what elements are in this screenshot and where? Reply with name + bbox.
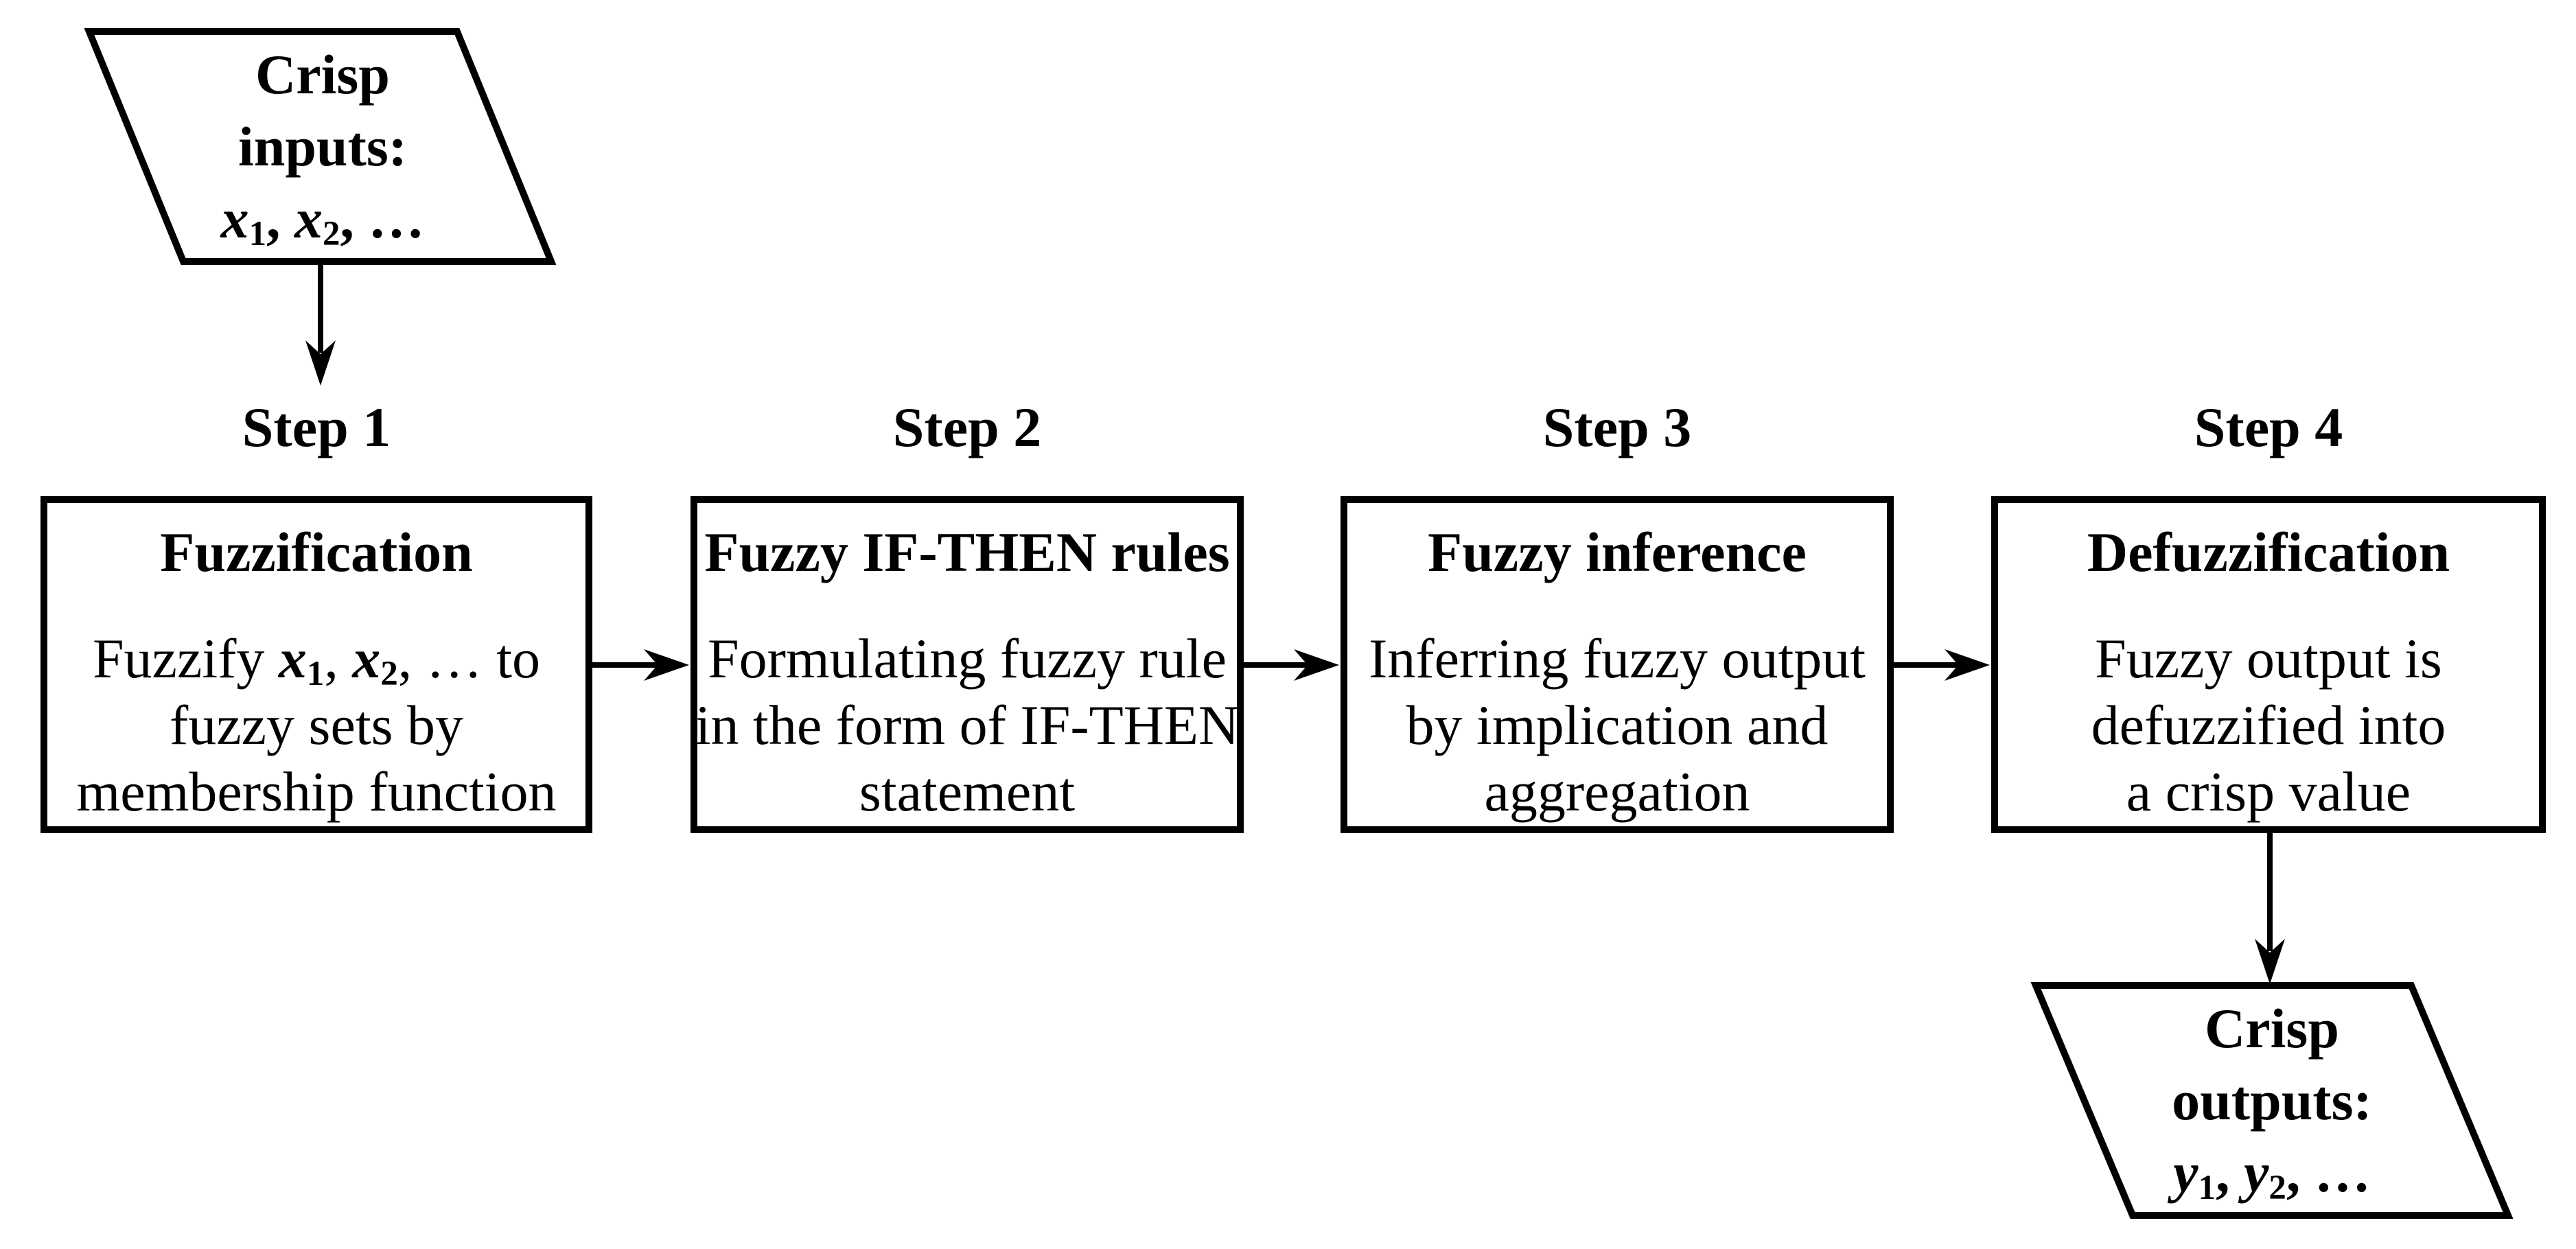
arrow-head-icon	[644, 649, 689, 681]
text-segment: defuzzified into	[2091, 694, 2446, 756]
text-segment: y	[2173, 1141, 2198, 1204]
text-segment: 2	[380, 654, 398, 693]
text-segment: , …	[340, 187, 425, 250]
arrow-step4-to-output	[2255, 833, 2285, 984]
text-segment: by implication and	[1406, 694, 1829, 756]
text-line: by implication and	[1369, 692, 1866, 758]
text-segment: Fuzzy output is	[2095, 627, 2442, 690]
step2-label: Step 2	[892, 396, 1042, 458]
text-segment: in the form of IF-THEN	[695, 694, 1240, 756]
text-segment: outputs:	[2172, 1069, 2372, 1132]
step1-label: Step 1	[242, 396, 391, 458]
arrow-input-to-step1	[305, 264, 336, 386]
text-segment: 1	[248, 214, 266, 253]
text-line: Formulating fuzzy rule	[695, 625, 1240, 692]
text-line: Inferring fuzzy output	[1369, 625, 1866, 692]
arrow-step2-to-step3	[1244, 649, 1339, 681]
text-line: inputs:	[238, 110, 407, 183]
text-line: fuzzy sets by	[76, 692, 556, 758]
arrow-head-icon	[1294, 649, 1339, 681]
text-line: Crisp	[2205, 992, 2339, 1064]
text-segment: 1	[306, 654, 325, 693]
arrow-head-icon	[305, 340, 336, 386]
text-segment: a crisp value	[2126, 760, 2411, 823]
text-segment: , …	[2286, 1141, 2371, 1204]
text-segment: 2	[323, 214, 340, 253]
text-line: membership function	[76, 758, 556, 825]
text-segment: Crisp	[2205, 997, 2339, 1060]
text-segment: statement	[859, 760, 1076, 823]
text-segment: x	[220, 187, 249, 250]
text-line: x1, x2, …	[221, 183, 425, 255]
box-title: Fuzzy IF-THEN rules	[704, 521, 1230, 583]
text-line: aggregation	[1369, 758, 1866, 825]
text-segment: 1	[2198, 1168, 2216, 1207]
text-line: defuzzified into	[2091, 692, 2446, 758]
input-parallelogram	[84, 28, 557, 265]
text-line: in the form of IF-THEN	[695, 692, 1240, 758]
text-segment: Formulating fuzzy rule	[707, 627, 1227, 690]
text-line: y1, y2, …	[2173, 1136, 2371, 1209]
text-line: Fuzzy output is	[2091, 625, 2446, 692]
text-segment: x	[278, 627, 307, 690]
step2-fuzzy-rules-box: Fuzzy IF-THEN rules Formulating fuzzy ru…	[691, 496, 1244, 833]
text-segment: ,	[324, 627, 353, 690]
text-line: Fuzzify x1, x2, … to	[76, 625, 556, 692]
box-title: Defuzzification	[2087, 521, 2450, 583]
text-segment: aggregation	[1484, 760, 1750, 823]
text-segment: ,	[2216, 1141, 2244, 1204]
arrow-head-icon	[2255, 939, 2285, 984]
arrow-step3-to-step4	[1894, 649, 1990, 681]
text-segment: Crisp	[255, 43, 390, 106]
text-line: Crisp	[255, 38, 390, 110]
text-segment: , … to	[397, 627, 541, 690]
arrow-head-icon	[1945, 649, 1990, 681]
step3-label: Step 3	[1542, 396, 1692, 458]
text-segment: Fuzzify	[92, 627, 279, 690]
step4-label: Step 4	[2194, 396, 2343, 458]
box-title: Fuzzification	[160, 521, 473, 583]
text-segment: x	[294, 187, 323, 250]
text-line: outputs:	[2172, 1064, 2372, 1136]
text-segment: fuzzy sets by	[169, 694, 464, 756]
text-segment: x	[352, 627, 381, 690]
output-parallelogram	[2030, 982, 2514, 1219]
box-title: Fuzzy inference	[1428, 521, 1807, 583]
text-segment: y	[2244, 1141, 2269, 1204]
text-segment: Inferring fuzzy output	[1368, 627, 1866, 690]
text-segment: ,	[266, 187, 294, 250]
text-segment: membership function	[76, 760, 557, 823]
text-line: statement	[695, 758, 1240, 825]
arrow-step1-to-step2	[592, 649, 689, 681]
text-segment: inputs:	[237, 115, 408, 178]
text-segment: 2	[2268, 1168, 2286, 1207]
text-line: a crisp value	[2091, 758, 2446, 825]
